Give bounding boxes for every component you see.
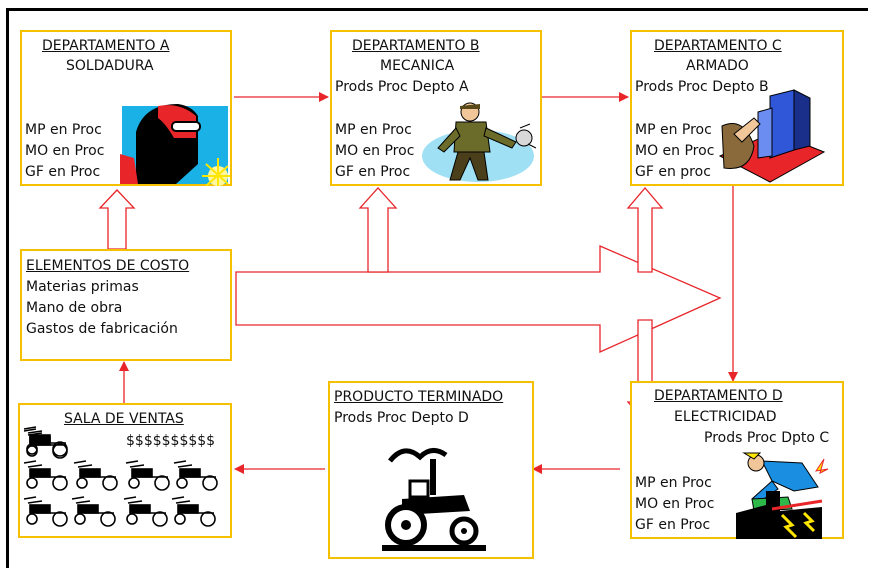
dept-d-input: Prods Proc Dpto C (704, 430, 830, 446)
producto-terminado-box: PRODUCTO TERMINADO Prods Proc Depto D (328, 381, 534, 559)
dept-a-title: DEPARTAMENTO A (42, 38, 170, 54)
dept-a-box: DEPARTAMENTO A SOLDADURA MP en Proc MO e… (20, 30, 232, 186)
dept-c-input: Prods Proc Depto B (635, 79, 769, 95)
dept-c-title: DEPARTAMENTO C (654, 38, 782, 54)
dept-d-subtitle: ELECTRICIDAD (674, 409, 777, 425)
sala-title: SALA DE VENTAS (64, 411, 184, 427)
elementos-line-mp: Materias primas (26, 279, 139, 295)
electrician-icon (736, 452, 829, 539)
dept-c-box: DEPARTAMENTO C ARMADO Prods Proc Depto B… (630, 30, 844, 186)
elementos-line-mo: Mano de obra (26, 300, 123, 316)
dept-c-line-mp: MP en Proc (635, 122, 712, 138)
tractor-icon (382, 448, 486, 551)
dept-a-line-mp: MP en Proc (25, 122, 102, 138)
dept-c-line-gf: GF en proc (635, 164, 711, 180)
dept-a-line-mo: MO en Proc (25, 143, 105, 159)
dept-a-line-gf: GF en Proc (25, 164, 101, 180)
dept-b-line-mo: MO en Proc (335, 143, 415, 159)
producto-input: Prods Proc Depto D (334, 410, 469, 426)
sala-money: $$$$$$$$$$ (126, 433, 216, 449)
dept-c-subtitle: ARMADO (686, 58, 749, 74)
dept-d-box: DEPARTAMENTO D ELECTRICIDAD Prods Proc D… (630, 381, 844, 539)
dept-b-line-gf: GF en Proc (335, 164, 411, 180)
big-flow-arrow (235, 245, 722, 354)
dept-d-line-mp: MP en Proc (635, 475, 712, 491)
elementos-costo-box: ELEMENTOS DE COSTO Materias primas Mano … (20, 249, 232, 361)
dept-b-line-mp: MP en Proc (335, 122, 412, 138)
hollow-arrow-to-a (98, 189, 136, 250)
diagram-frame (6, 8, 868, 568)
welder-icon (120, 104, 230, 186)
hollow-arrow-to-c (626, 186, 664, 273)
tractor-group-icon (23, 426, 218, 527)
dept-b-title: DEPARTAMENTO B (352, 38, 480, 54)
dept-d-line-mo: MO en Proc (635, 496, 715, 512)
hollow-arrow-to-b (358, 187, 398, 273)
dept-b-input: Prods Proc Depto A (335, 79, 469, 95)
sala-ventas-box: SALA DE VENTAS $$$$$$$$$$ (18, 403, 232, 538)
elementos-title: ELEMENTOS DE COSTO (26, 258, 190, 274)
dept-c-line-mo: MO en Proc (635, 143, 715, 159)
dept-a-subtitle: SOLDADURA (66, 58, 154, 74)
mechanic-icon (422, 102, 537, 182)
dept-b-subtitle: MECANICA (380, 58, 455, 74)
elementos-line-gf: Gastos de fabricación (26, 321, 178, 337)
assembly-building-icon (718, 89, 826, 183)
dept-d-title: DEPARTAMENTO D (654, 388, 783, 404)
dept-d-line-gf: GF en Proc (635, 517, 711, 533)
producto-title: PRODUCTO TERMINADO (334, 389, 504, 405)
dept-b-box: DEPARTAMENTO B MECANICA Prods Proc Depto… (330, 30, 542, 186)
